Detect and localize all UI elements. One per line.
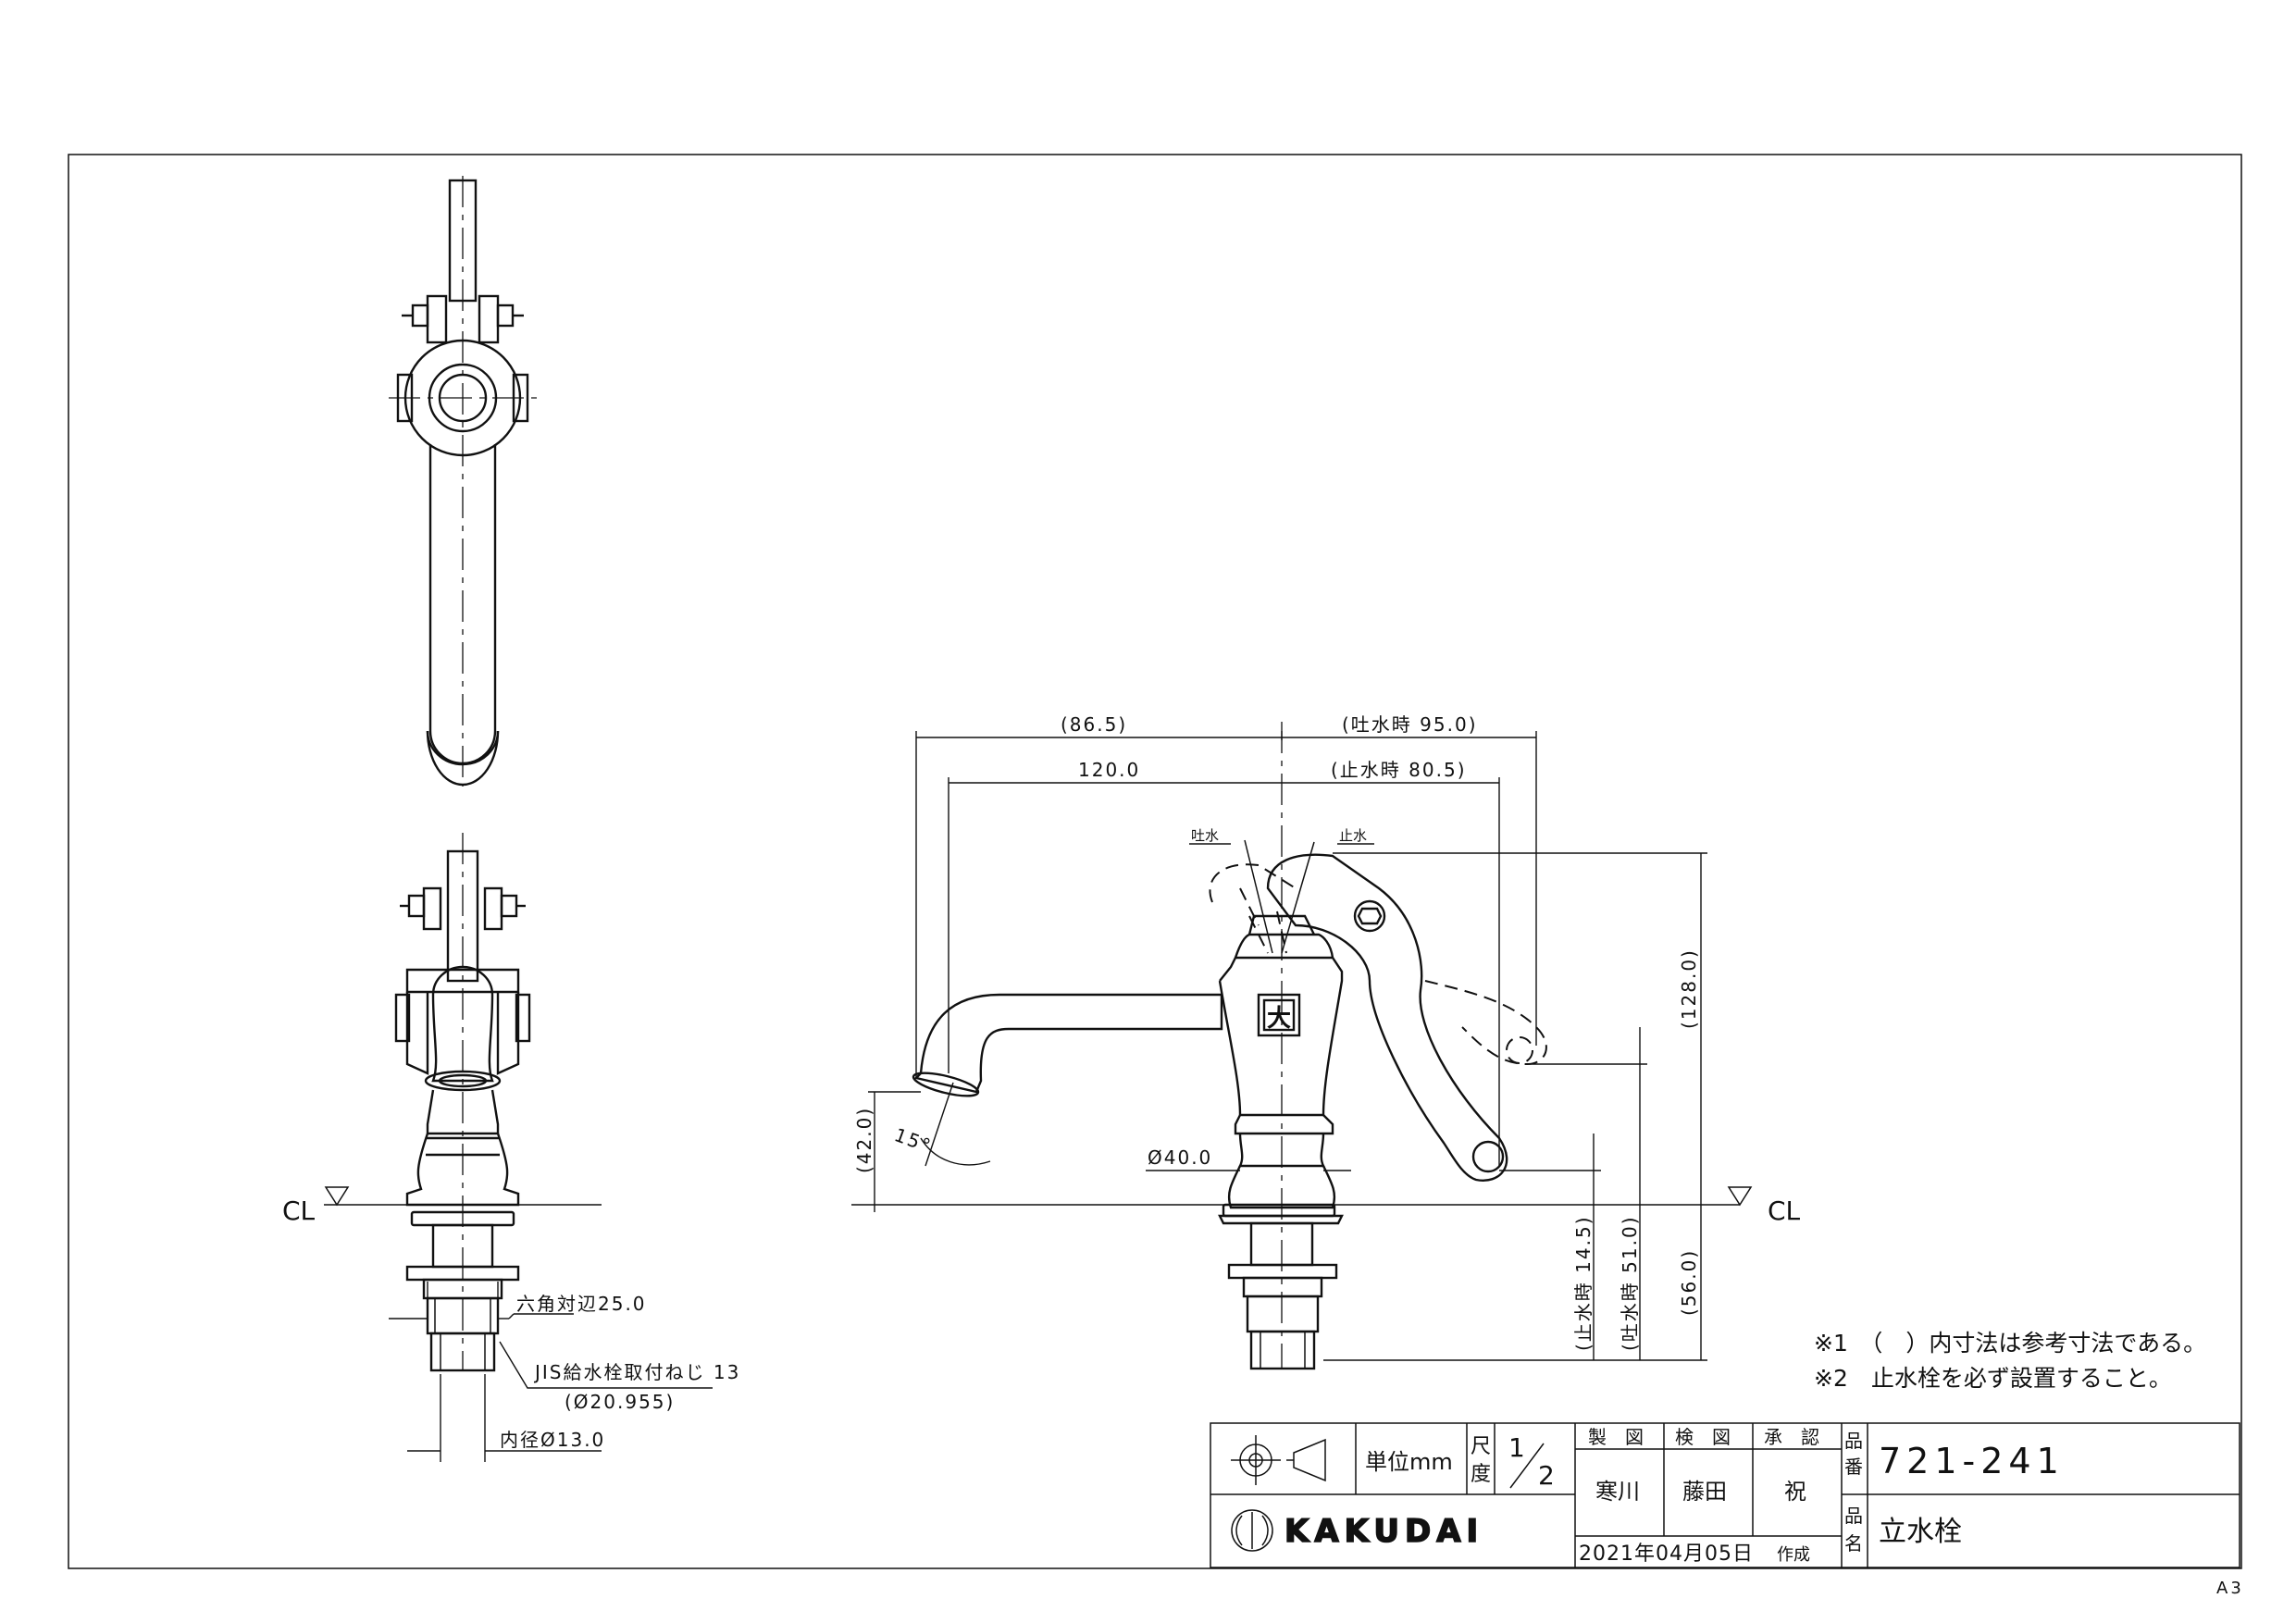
label-tosui: 吐水 (1191, 827, 1219, 844)
body-logo-mark: 大 (1267, 1005, 1291, 1033)
dim-80-5: (止水時 80.5) (1331, 759, 1467, 781)
dim-jis-dia: (Ø20.955) (565, 1391, 675, 1413)
dim-128-0: (128.0) (1678, 948, 1700, 1029)
header-drawn: 製 図 (1588, 1426, 1644, 1448)
side-view: 大 (912, 722, 1547, 1370)
scale-numerator: 1 (1508, 1432, 1525, 1463)
dim-86-5: (86.5) (1061, 713, 1127, 736)
dim-inner: 内径Ø13.0 (500, 1429, 605, 1451)
sheet-size-label: A3 (2216, 1579, 2244, 1598)
dim-95-0: (吐水時 95.0) (1342, 713, 1478, 736)
created-label: 作成 (1777, 1545, 1810, 1565)
creation-date: 2021年04月05日 (1579, 1542, 1754, 1566)
part-no-label-1: 品 (1844, 1430, 1863, 1452)
brand-logo-icon (1231, 1509, 1273, 1552)
checked-by: 藤田 (1682, 1479, 1727, 1505)
dim-120-0: 120.0 (1078, 759, 1140, 781)
header-checked: 検 図 (1675, 1426, 1731, 1448)
brand-name: KAKUDAI (1285, 1513, 1483, 1550)
left-dimensions: 六角対辺25.0 JIS給水栓取付ねじ 13 (Ø20.955) 内径Ø13.0 (389, 1282, 740, 1462)
front-view (394, 833, 531, 1372)
dim-40-0: Ø40.0 (1148, 1146, 1212, 1169)
part-name-label-2: 名 (1844, 1532, 1863, 1555)
top-view (389, 176, 537, 787)
cl-label-left: CL (282, 1196, 316, 1226)
note-1: ※1 （ ）内寸法は参考寸法である。 (1814, 1330, 2206, 1357)
part-name: 立水栓 (1879, 1516, 1962, 1548)
scale-denominator: 2 (1538, 1460, 1555, 1491)
dim-42-0: (42.0) (853, 1107, 875, 1173)
dim-51-0: (吐水時 51.0) (1619, 1216, 1641, 1352)
header-approved: 承 認 (1764, 1426, 1819, 1448)
dim-14-5: (止水時 14.5) (1572, 1216, 1595, 1352)
scale-label-2: 度 (1471, 1463, 1491, 1486)
title-block: 単位mm 尺 度 1 2 製 図 検 図 承 認 寒川 藤田 祝 品 番 721… (1210, 1422, 2240, 1568)
part-name-label-1: 品 (1844, 1505, 1863, 1527)
drawn-by: 寒川 (1595, 1479, 1640, 1505)
cl-label-right: CL (1768, 1196, 1801, 1226)
side-dimensions: (86.5) (吐水時 95.0) 120.0 (止水時 80.5) (128.… (853, 713, 1707, 1361)
scale-label-1: 尺 (1471, 1435, 1491, 1458)
dim-15deg: 15° (891, 1123, 935, 1158)
note-2: ※2 止水栓を必ず設置すること。 (1814, 1365, 2172, 1392)
drawing-border (68, 154, 2242, 1569)
label-shisui: 止水 (1339, 827, 1367, 844)
part-no-label-2: 番 (1844, 1456, 1863, 1478)
dim-hex: 六角対辺25.0 (516, 1293, 647, 1315)
dim-56-0: (56.0) (1678, 1249, 1700, 1316)
unit-label: 単位mm (1365, 1449, 1453, 1475)
approved-by: 祝 (1784, 1479, 1806, 1505)
dim-jis: JIS給水栓取付ねじ 13 (533, 1361, 740, 1383)
part-number: 721-241 (1879, 1441, 2065, 1481)
